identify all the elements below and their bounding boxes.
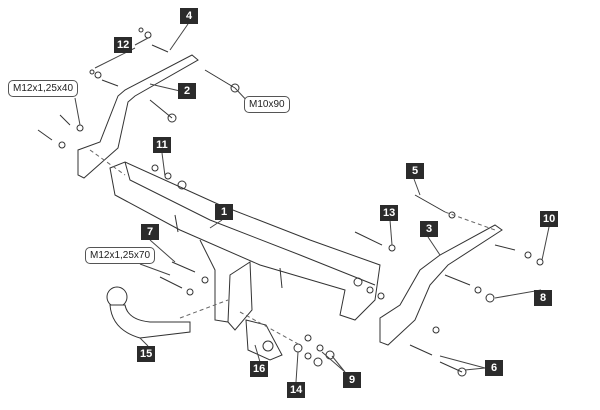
- tow-ball: [106, 286, 128, 308]
- part-label-12: 12: [114, 37, 133, 53]
- part-label-9: 9: [343, 372, 361, 388]
- crossbar-edge: [124, 161, 376, 286]
- part-label-2: 2: [178, 83, 196, 99]
- hitch-plate: [199, 239, 253, 331]
- part-label-7: 7: [141, 224, 159, 240]
- callout-bolt-m12x1-25x70: M12x1,25x70: [85, 247, 156, 264]
- part-label-4: 4: [180, 8, 198, 24]
- part-label-15: 15: [137, 346, 156, 362]
- callout-bolt-m12x1-25x40: M12x1,25x40: [8, 80, 79, 97]
- callout-bolt-m10x90: M10x90: [244, 96, 290, 113]
- part-label-10: 10: [540, 211, 559, 227]
- part-label-11: 11: [153, 137, 171, 153]
- part-label-14: 14: [287, 382, 306, 398]
- socket-plate: [245, 319, 283, 361]
- part-label-8: 8: [534, 290, 552, 306]
- assembly-lines: [89, 149, 496, 346]
- part-label-1: 1: [215, 204, 233, 220]
- part-label-6: 6: [485, 360, 503, 376]
- crossbar-seam: [279, 267, 283, 289]
- tow-neck: [109, 304, 191, 339]
- socket-hole: [262, 340, 274, 352]
- crossbar-seam: [174, 214, 179, 233]
- right-bracket: [379, 224, 503, 346]
- leader-lines: [74, 23, 550, 383]
- part-label-3: 3: [420, 221, 438, 237]
- part-label-16: 16: [250, 361, 269, 377]
- fasteners: [37, 27, 544, 377]
- left-bracket: [77, 54, 199, 179]
- part-label-5: 5: [406, 163, 424, 179]
- part-label-13: 13: [380, 205, 399, 221]
